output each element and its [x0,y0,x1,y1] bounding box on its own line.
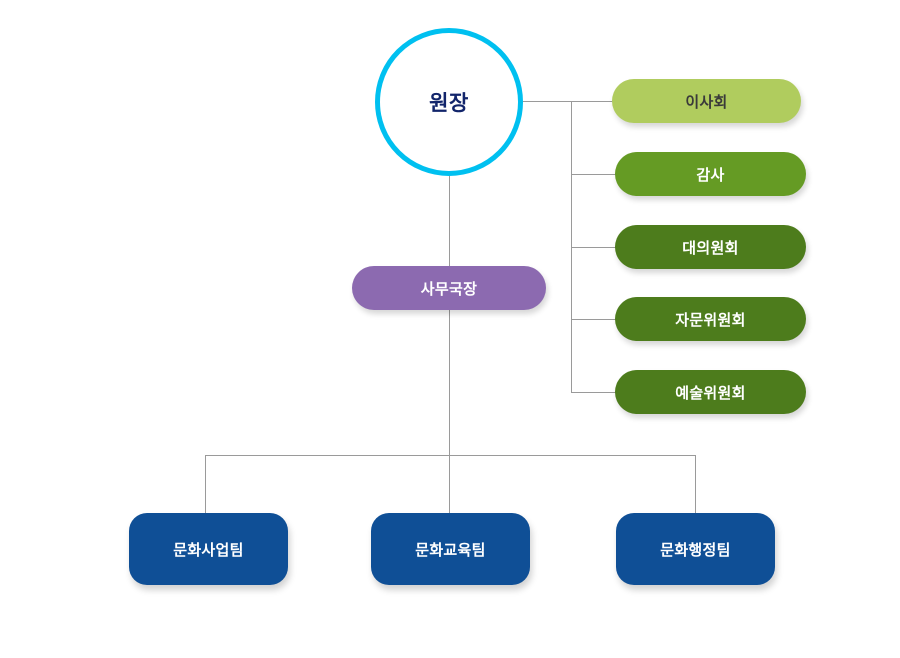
connector-bus-to-culture-education-team [449,455,450,513]
connector-bus-to-culture-business-team [205,455,206,513]
node-director-label: 원장 [429,92,469,115]
node-culture-administration-team-label: 문화행정팀 [660,541,731,559]
node-secretary-general-label: 사무국장 [420,280,478,298]
connector-director-to-teams-spine [449,176,450,455]
connector-trunk-to-advisory-committee [571,319,617,320]
node-director[interactable]: 원장 [375,28,523,176]
node-board-of-directors[interactable]: 이사회 [612,79,801,123]
node-culture-administration-team[interactable]: 문화행정팀 [616,513,775,585]
node-auditor-label: 감사 [696,166,725,184]
node-culture-education-team[interactable]: 문화교육팀 [371,513,530,585]
connector-team-bus [205,455,695,456]
connector-trunk-to-board-of-directors [571,101,614,102]
node-auditor[interactable]: 감사 [615,152,806,196]
connector-director-to-advisory-trunk [523,101,571,102]
node-representative-council-label: 대의원회 [682,239,739,257]
node-board-of-directors-label: 이사회 [685,93,728,111]
connector-trunk-to-auditor [571,174,617,175]
node-advisory-committee[interactable]: 자문위원회 [615,297,806,341]
node-culture-business-team[interactable]: 문화사업팀 [129,513,288,585]
node-arts-committee-label: 예술위원회 [675,384,746,402]
connector-trunk-to-representative-council [571,247,617,248]
connector-bus-to-culture-administration-team [695,455,696,513]
node-secretary-general[interactable]: 사무국장 [352,266,546,310]
node-advisory-committee-label: 자문위원회 [675,311,746,329]
node-representative-council[interactable]: 대의원회 [615,225,806,269]
node-arts-committee[interactable]: 예술위원회 [615,370,806,414]
node-culture-business-team-label: 문화사업팀 [173,541,244,559]
connector-trunk-to-arts-committee [571,392,617,393]
node-culture-education-team-label: 문화교육팀 [415,541,486,559]
connector-advisory-trunk [571,101,572,392]
